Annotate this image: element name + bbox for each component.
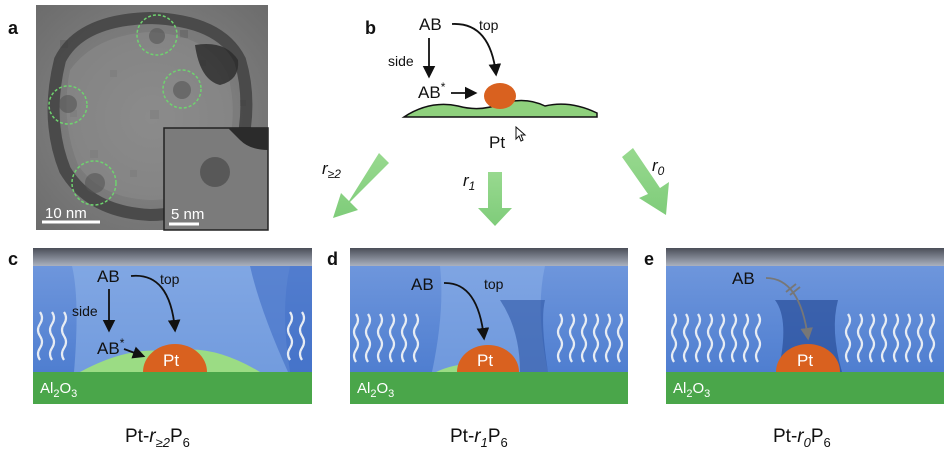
panel-c-alumina bbox=[33, 372, 312, 404]
arrow-right bbox=[622, 148, 669, 215]
rate-arrows: r≥2 r1 r0 bbox=[322, 148, 669, 226]
panel-d-ab: AB bbox=[411, 275, 434, 294]
panel-c-abstar: AB* bbox=[97, 336, 125, 358]
panel-e-block-mark bbox=[785, 283, 801, 296]
nanoparticle bbox=[149, 28, 165, 44]
panel-d-al2o3: Al2O3 bbox=[357, 380, 394, 400]
scalebar-main-label: 10 nm bbox=[45, 205, 87, 222]
inset-dark-corner bbox=[228, 128, 268, 150]
panel-d: d Pt AB top Al2O3 Pt-r1P6 bbox=[327, 248, 628, 450]
panel-c-pt bbox=[143, 344, 207, 372]
panel-e-letter: e bbox=[644, 249, 654, 269]
panel-e-ligands-left bbox=[670, 313, 762, 363]
panel-c-letter: c bbox=[8, 249, 18, 269]
panel-c-side: side bbox=[72, 303, 98, 319]
panel-c-cavity bbox=[72, 266, 290, 372]
panel-e-ab: AB bbox=[732, 269, 755, 288]
panel-c-top-arrow bbox=[130, 274, 181, 333]
arrow-mid bbox=[478, 172, 512, 226]
panel-e-caption: Pt-r0P6 bbox=[773, 426, 831, 450]
panel-c-top: top bbox=[160, 271, 180, 287]
panel-b-pt: Pt bbox=[489, 133, 505, 152]
panel-c-wall bbox=[250, 266, 312, 372]
cursor-icon bbox=[515, 125, 527, 142]
panel-d-alumina bbox=[350, 372, 628, 404]
highlight-circle-1 bbox=[136, 14, 178, 56]
panel-c-topbar bbox=[33, 248, 312, 266]
panel-c-ab: AB bbox=[97, 267, 120, 286]
panel-c-abstar-arrow bbox=[123, 346, 146, 359]
panel-c-ligands-right bbox=[286, 311, 306, 361]
inset-particle bbox=[200, 157, 230, 187]
panel-b-top: top bbox=[479, 17, 499, 33]
panel-e-pt bbox=[776, 344, 840, 372]
pt-particle bbox=[484, 83, 516, 109]
panel-d-pt-label: Pt bbox=[477, 351, 493, 370]
panel-e-pt-label: Pt bbox=[797, 351, 813, 370]
dark-region bbox=[195, 44, 239, 85]
panel-c-pt-label: Pt bbox=[163, 351, 179, 370]
scalebar-inset-label: 5 nm bbox=[171, 206, 204, 223]
panel-b-side: side bbox=[388, 53, 414, 69]
top-arrow bbox=[451, 23, 502, 77]
panel-c-al2o3: Al2O3 bbox=[40, 380, 77, 400]
panel-d-shadow bbox=[500, 300, 548, 372]
panel-d-pt bbox=[457, 345, 519, 372]
panel-e-topbar bbox=[666, 248, 944, 266]
panel-c-ligands-left bbox=[36, 311, 68, 361]
rate-mid-label: r1 bbox=[463, 171, 475, 193]
panel-b-letter: b bbox=[365, 18, 376, 38]
panel-d-top: top bbox=[484, 276, 504, 292]
panel-d-letter: d bbox=[327, 249, 338, 269]
panel-c: c Pt AB top side AB* Al2O3 Pt-r≥2P6 bbox=[8, 248, 312, 450]
rate-left-label: r≥2 bbox=[322, 159, 341, 181]
panel-d-ligands-right bbox=[556, 313, 624, 363]
panel-e-ligands-right bbox=[844, 313, 936, 363]
panel-a: a bbox=[8, 5, 269, 231]
arrow-left bbox=[333, 153, 389, 218]
panel-d-topbar bbox=[350, 248, 628, 266]
panel-e: e Pt AB bbox=[644, 248, 944, 450]
panel-b: b AB top side AB* Pt bbox=[365, 15, 598, 152]
nanoparticle bbox=[59, 95, 77, 113]
highlight-circle-4 bbox=[71, 160, 117, 206]
panel-e-al2o3: Al2O3 bbox=[673, 380, 710, 400]
panel-c-caption: Pt-r≥2P6 bbox=[125, 426, 190, 450]
nanoparticle bbox=[173, 81, 191, 99]
panel-d-top-arrow bbox=[443, 282, 490, 341]
panel-b-ab: AB bbox=[419, 15, 442, 34]
panel-d-ligands-left bbox=[352, 313, 420, 363]
panel-d-caption: Pt-r1P6 bbox=[450, 426, 508, 450]
panel-b-abstar: AB* bbox=[418, 80, 446, 102]
highlight-circle-2 bbox=[48, 85, 88, 125]
highlight-circle-3 bbox=[162, 69, 202, 109]
nanoparticle bbox=[85, 173, 105, 193]
panel-a-letter: a bbox=[8, 18, 19, 38]
rate-right-label: r0 bbox=[652, 156, 665, 178]
panel-e-alumina bbox=[666, 372, 944, 404]
